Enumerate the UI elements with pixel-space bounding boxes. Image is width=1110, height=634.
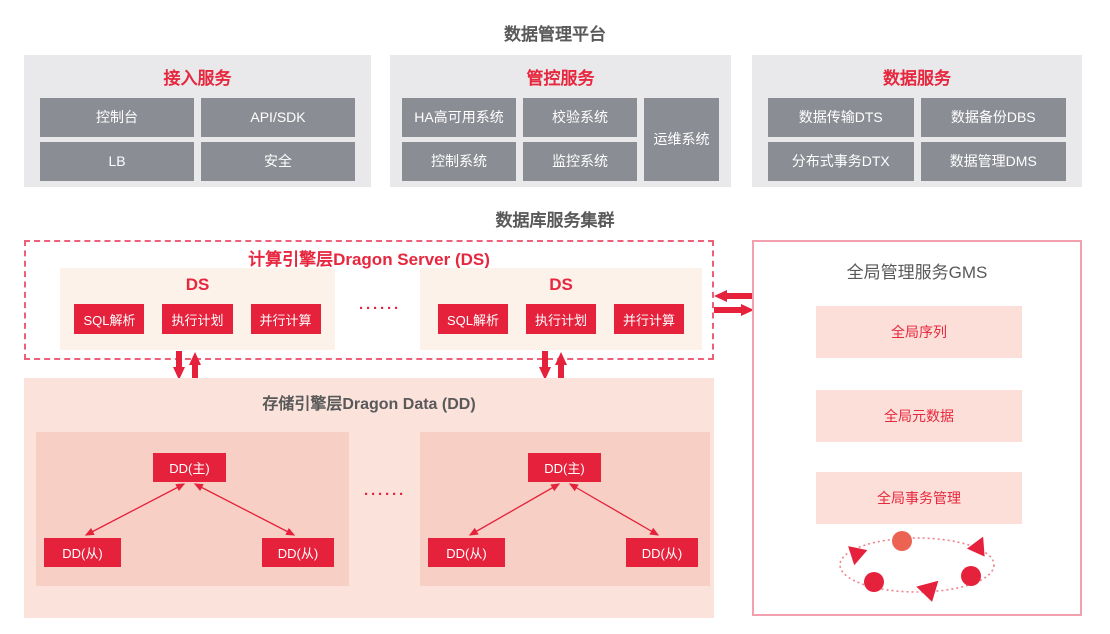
panel-control-cells: HA高可用系统 校验系统 运维系统 控制系统 监控系统	[390, 98, 731, 181]
cell-monitor-system: 监控系统	[523, 142, 637, 181]
dd-slave-node: DD(从)	[44, 538, 121, 567]
up-down-arrows-icon	[539, 351, 567, 381]
dd-group-2: DD(主) DD(从) DD(从)	[420, 432, 710, 586]
chip-sql-parse: SQL解析	[437, 304, 508, 334]
cell-dts: 数据传输DTS	[768, 98, 914, 137]
ds-node-1-label: DS	[185, 275, 210, 294]
ds-node-2-chips: SQL解析 执行计划 并行计算	[420, 304, 702, 334]
panel-access-cells: 控制台 API/SDK LB 安全	[24, 98, 371, 181]
left-right-arrows-icon	[714, 290, 754, 316]
panel-access-services: 接入服务 控制台 API/SDK LB 安全	[24, 55, 371, 187]
ds-node-2-label: DS	[549, 275, 573, 294]
gms-panel: 全局管理服务GMS 全局序列 全局元数据 全局事务管理	[752, 240, 1082, 616]
storage-engine-title: 存储引擎层Dragon Data (DD)	[262, 396, 476, 413]
panel-control-title: 管控服务	[526, 69, 595, 88]
panel-data-cells: 数据传输DTS 数据备份DBS 分布式事务DTX 数据管理DMS	[752, 98, 1082, 181]
cell-verify-system: 校验系统	[523, 98, 637, 137]
master-slave-arrows-icon	[84, 483, 296, 536]
cell-dbs: 数据备份DBS	[920, 98, 1066, 137]
chip-exec-plan: 执行计划	[162, 304, 233, 334]
panel-data-title: 数据服务	[883, 69, 951, 88]
master-slave-arrows-icon	[468, 483, 660, 536]
dd-master-node: DD(主)	[153, 453, 226, 482]
compute-engine-layer: 计算引擎层Dragon Server (DS) DS SQL解析 执行计划 并行…	[24, 240, 714, 360]
dd-slave-node: DD(从)	[428, 538, 505, 567]
dd-slave-node: DD(从)	[262, 538, 334, 567]
cell-dms: 数据管理DMS	[920, 142, 1066, 181]
chip-parallel-compute: 并行计算	[250, 304, 321, 334]
panel-control-services: 管控服务 HA高可用系统 校验系统 运维系统 控制系统 监控系统	[390, 55, 731, 187]
cell-ops-system: 运维系统	[644, 98, 719, 181]
dd-ellipsis: ······	[364, 486, 406, 503]
chip-exec-plan: 执行计划	[525, 304, 596, 334]
chip-parallel-compute: 并行计算	[614, 304, 685, 334]
dd-slave-node: DD(从)	[626, 538, 698, 567]
cell-lb: LB	[40, 142, 194, 181]
ds-node-1: DS SQL解析 执行计划 并行计算	[60, 268, 335, 350]
compute-engine-title: 计算引擎层Dragon Server (DS)	[248, 250, 490, 269]
up-down-arrows-icon	[173, 351, 201, 381]
gms-global-transaction: 全局事务管理	[816, 472, 1022, 524]
dd-master-node: DD(主)	[528, 453, 601, 482]
cell-ha-system: HA高可用系统	[402, 98, 516, 137]
chip-sql-parse: SQL解析	[74, 304, 145, 334]
storage-engine-layer: 存储引擎层Dragon Data (DD) DD(主) DD(从) DD(从) …	[24, 378, 714, 618]
cell-control-system: 控制系统	[402, 142, 516, 181]
ds-node-1-chips: SQL解析 执行计划 并行计算	[60, 304, 335, 334]
cell-api-sdk: API/SDK	[201, 98, 355, 137]
ds-ellipsis: ······	[359, 300, 401, 317]
panel-data-services: 数据服务 数据传输DTS 数据备份DBS 分布式事务DTX 数据管理DMS	[752, 55, 1082, 187]
transaction-cycle-icon	[839, 531, 995, 602]
panel-access-title: 接入服务	[163, 69, 232, 88]
gms-global-metadata: 全局元数据	[816, 390, 1022, 442]
ds-node-2: DS SQL解析 执行计划 并行计算	[420, 268, 702, 350]
dd-group-1: DD(主) DD(从) DD(从)	[36, 432, 349, 586]
gms-global-sequence: 全局序列	[816, 306, 1022, 358]
cell-console: 控制台	[40, 98, 194, 137]
gms-title: 全局管理服务GMS	[846, 263, 988, 282]
cluster-title: 数据库服务集群	[495, 211, 615, 230]
cell-dtx: 分布式事务DTX	[768, 142, 914, 181]
cell-security: 安全	[201, 142, 355, 181]
platform-title: 数据管理平台	[504, 25, 606, 44]
